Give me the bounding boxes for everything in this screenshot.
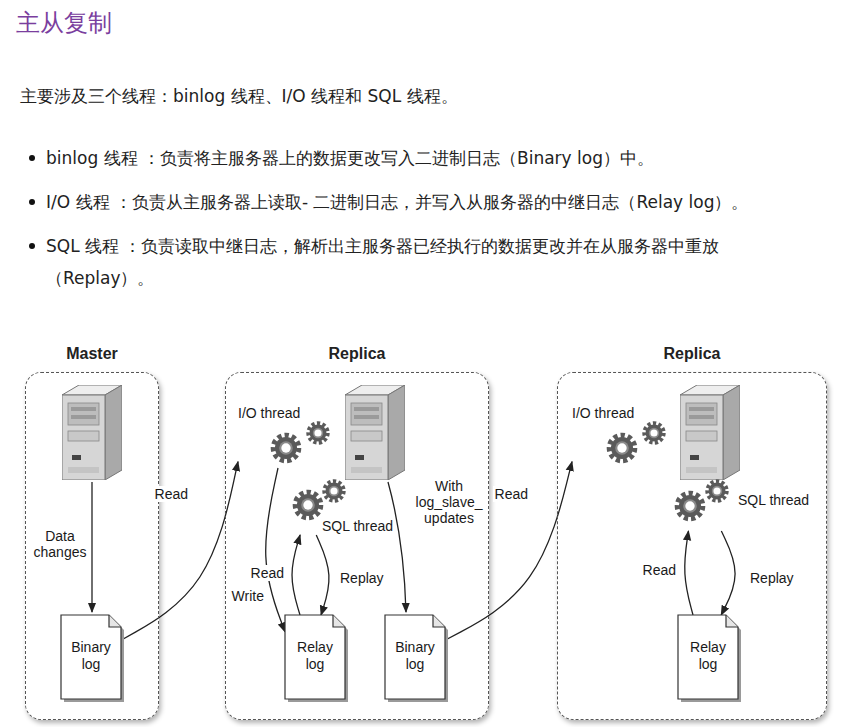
panel-heading: Master: [25, 343, 159, 365]
document-outline: [61, 615, 121, 699]
document-outline: [285, 615, 345, 699]
bullet-dot: [29, 155, 35, 161]
arrow-label: Read: [493, 486, 530, 502]
document-fold: [109, 615, 121, 627]
log-document: Binary log: [385, 615, 445, 699]
thread-name: I/O thread: [238, 405, 338, 422]
gear-icon: [609, 435, 635, 461]
bullet-item: binlog 线程 ：负责将主服务器上的数据更改写入二进制日志（Binary l…: [46, 142, 826, 174]
gear-icon: [324, 481, 344, 501]
connector-layer: [121, 462, 735, 641]
log-name: Relay log: [291, 639, 339, 673]
log-document: Binary log: [61, 615, 121, 699]
flow-arrow: [316, 535, 329, 615]
server-icon: [62, 385, 122, 480]
flow-arrow: [266, 468, 285, 632]
server-panel: ReplicaI/O threadSQL threadRelay log: [557, 343, 827, 720]
gear-icon: [677, 493, 703, 519]
binlog-write-arrow: [388, 482, 406, 612]
gear-icon: [308, 423, 328, 443]
gear-icon: [707, 481, 727, 501]
thread-name: SQL thread: [322, 518, 393, 535]
flow-arrow: [685, 531, 693, 615]
panel-outline: [225, 372, 489, 720]
page-title: 主从复制: [16, 8, 842, 38]
thread-name: SQL thread: [738, 492, 809, 509]
bullet-item: SQL 线程 ：负责读取中继日志，解析出主服务器已经执行的数据更改并在从服务器中…: [46, 230, 826, 294]
thread-name: I/O thread: [572, 405, 672, 422]
intro-text: 主要涉及三个线程：binlog 线程、I/O 线程和 SQL 线程。: [20, 80, 820, 112]
arrow-label: Replay: [338, 570, 386, 586]
gear-icon: [644, 423, 664, 443]
arrow-label: Read: [249, 565, 286, 581]
arrow-label: With log_slave_ updates: [413, 478, 485, 526]
bullet-item: I/O 线程 ：负责从主服务器上读取- 二进制日志，并写入从服务器的中继日志（R…: [46, 186, 826, 218]
document-fold: [726, 615, 738, 627]
document-outline: [385, 615, 445, 699]
panel-heading: Replica: [225, 343, 489, 365]
bullet-text: binlog 线程 ：负责将主服务器上的数据更改写入二进制日志（Binary l…: [46, 142, 826, 174]
gear-icon: [273, 435, 299, 461]
log-name: Binary log: [67, 639, 115, 673]
log-document: Relay log: [285, 615, 345, 699]
bullet-text: SQL 线程 ：负责读取中继日志，解析出主服务器已经执行的数据更改并在从服务器中…: [46, 230, 826, 294]
data-change-arrow: [91, 482, 92, 612]
flow-arrow: [121, 462, 238, 641]
bullet-dot: [29, 199, 35, 205]
server-panel: ReplicaI/O threadSQL threadRelay log Bina…: [225, 343, 489, 720]
server-icon: [680, 385, 740, 480]
arrow-label: Write: [230, 588, 266, 604]
flow-arrow: [292, 535, 300, 615]
gear-icon: [295, 492, 321, 518]
document-fold: [333, 615, 345, 627]
bullet-dot: [29, 243, 35, 249]
flow-arrow: [721, 531, 735, 615]
arrow-label: Read: [641, 562, 678, 578]
thread-node: SQL thread: [672, 480, 809, 531]
thread-node: SQL thread: [292, 480, 393, 535]
server-icon: [345, 385, 405, 480]
log-name: Binary log: [391, 639, 439, 673]
arrow-label: Replay: [748, 570, 796, 586]
arrow-label: Data changes: [32, 528, 88, 560]
server-panel: MasterBinary log: [25, 343, 159, 720]
document-outline: [678, 615, 738, 699]
thread-node: I/O thread: [572, 405, 672, 468]
thread-node: I/O thread: [238, 405, 338, 468]
document-fold: [433, 615, 445, 627]
text-column: 主从复制主要涉及三个线程：binlog 线程、I/O 线程和 SQL 线程。 bi…: [0, 8, 842, 294]
panel-heading: Replica: [557, 343, 827, 365]
bullet-text: I/O 线程 ：负责从主服务器上读取- 二进制日志，并写入从服务器的中继日志（R…: [46, 186, 826, 218]
log-name: Relay log: [684, 639, 732, 673]
arrow-label: Read: [153, 486, 190, 502]
flow-arrow: [445, 462, 572, 641]
log-document: Relay log: [678, 615, 738, 699]
